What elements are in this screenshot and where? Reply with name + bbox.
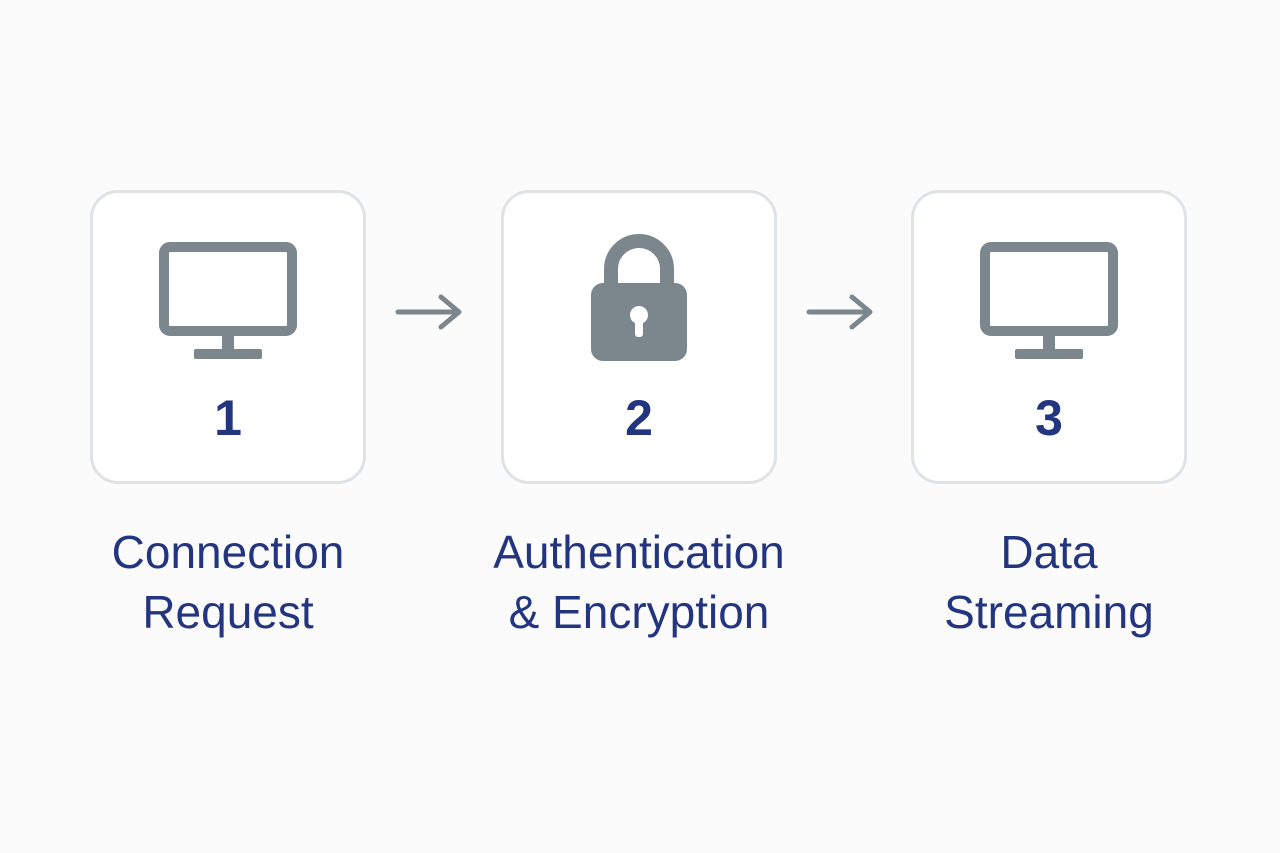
- step-number: 1: [214, 390, 242, 446]
- monitor-icon: [159, 242, 297, 359]
- step-label-line: & Encryption: [508, 586, 770, 638]
- step-2-label: Authentication & Encryption: [440, 522, 838, 642]
- lock-icon: [591, 234, 687, 361]
- step-3-box: 3: [911, 190, 1187, 484]
- step-3-label: Data Streaming: [860, 522, 1238, 642]
- step-label-line: Authentication: [493, 526, 785, 578]
- arrow-right-icon: [395, 294, 462, 330]
- step-label-line: Streaming: [944, 586, 1154, 638]
- step-label-line: Request: [142, 586, 314, 638]
- step-number: 2: [625, 390, 653, 446]
- step-label-line: Connection: [111, 526, 345, 578]
- step-2-box: 2: [501, 190, 777, 484]
- step-1-box: 1: [90, 190, 366, 484]
- arrow-right-icon: [806, 294, 873, 330]
- step-label-line: Data: [1000, 526, 1098, 578]
- step-number: 3: [1035, 390, 1063, 446]
- monitor-icon: [980, 242, 1118, 359]
- step-1-label: Connection Request: [40, 522, 416, 642]
